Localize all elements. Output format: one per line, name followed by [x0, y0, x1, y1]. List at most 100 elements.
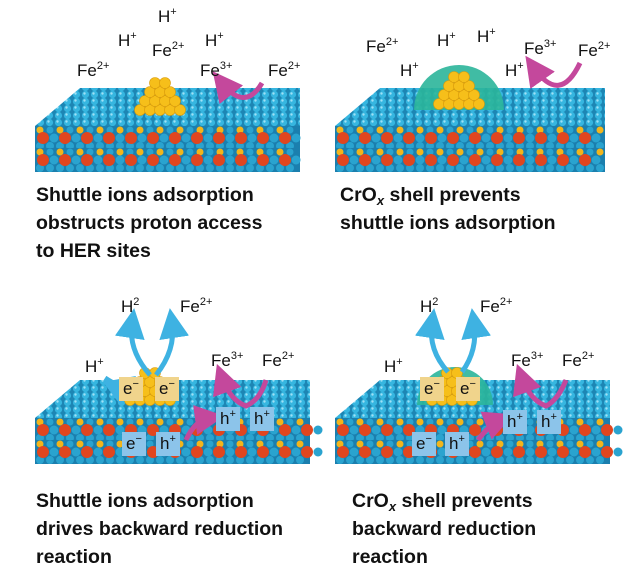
- atom: [256, 148, 264, 156]
- atom: [96, 418, 104, 426]
- atom: [203, 133, 213, 143]
- atom: [346, 164, 354, 172]
- atom: [526, 126, 534, 134]
- atom: [556, 164, 564, 172]
- atom: [106, 164, 114, 172]
- atom: [396, 164, 404, 172]
- atom: [486, 440, 494, 448]
- atom: [56, 148, 64, 156]
- atom: [381, 424, 393, 436]
- hole-box: h+: [445, 432, 469, 456]
- ion-label: H+: [437, 30, 456, 50]
- atom: [503, 133, 513, 143]
- atom: [59, 446, 71, 458]
- atom: [266, 456, 274, 464]
- atom: [181, 447, 191, 457]
- atom: [496, 164, 504, 172]
- atom: [136, 126, 144, 134]
- atom: [125, 154, 137, 166]
- atom: [481, 133, 491, 143]
- atom: [291, 155, 301, 165]
- atom: [76, 148, 84, 156]
- atom: [257, 132, 269, 144]
- atom: [266, 126, 274, 134]
- atom: [466, 126, 474, 134]
- atom: [46, 126, 54, 134]
- atom: [206, 148, 214, 156]
- metal-cluster: [134, 77, 186, 116]
- atom: [446, 148, 454, 156]
- atom: [36, 164, 44, 172]
- atom: [256, 456, 264, 464]
- atom: [406, 440, 414, 448]
- atom: [56, 456, 64, 464]
- atom: [106, 126, 114, 134]
- metal-atom: [468, 89, 480, 101]
- hole-box: h+: [503, 410, 527, 434]
- atom: [116, 456, 124, 464]
- atom: [546, 456, 554, 464]
- atom: [186, 148, 194, 156]
- ion-label: Fe2+: [152, 40, 185, 60]
- ion-label: H+: [205, 30, 224, 50]
- atom: [176, 164, 184, 172]
- atom: [86, 456, 94, 464]
- atom: [71, 425, 81, 435]
- atom: [576, 456, 584, 464]
- ion-label: Fe2+: [366, 36, 399, 56]
- atom: [191, 446, 203, 458]
- atom: [103, 132, 115, 144]
- atom: [346, 440, 354, 448]
- atom: [436, 148, 444, 156]
- atom: [213, 446, 225, 458]
- atom: [535, 154, 547, 166]
- atom: [236, 164, 244, 172]
- atom: [503, 447, 513, 457]
- atom: [213, 154, 225, 166]
- atom: [66, 126, 74, 134]
- atom: [71, 155, 81, 165]
- atom: [506, 148, 514, 156]
- atom: [525, 425, 535, 435]
- atom: [226, 148, 234, 156]
- atom: [206, 164, 214, 172]
- atom: [103, 446, 115, 458]
- atom: [103, 424, 115, 436]
- atom: [569, 425, 579, 435]
- atom: [276, 418, 284, 426]
- atom: [596, 164, 604, 172]
- atom: [136, 148, 144, 156]
- panel-caption: CrOx shell prevents shuttle ions adsorpt…: [340, 184, 556, 234]
- ion-label: Fe2+: [180, 296, 213, 316]
- atom: [476, 418, 484, 426]
- atom: [466, 148, 474, 156]
- atom: [436, 418, 444, 426]
- atom: [557, 154, 569, 166]
- atom: [469, 446, 481, 458]
- metal-atom: [448, 71, 460, 83]
- atom: [526, 418, 534, 426]
- atom: [566, 456, 574, 464]
- atom: [225, 447, 235, 457]
- atom: [476, 456, 484, 464]
- atom: [337, 154, 349, 166]
- atom: [426, 148, 434, 156]
- atom: [566, 126, 574, 134]
- atom: [266, 440, 274, 448]
- ion-label: Fe2+: [480, 296, 513, 316]
- atom: [196, 164, 204, 172]
- atom: [296, 418, 304, 426]
- atom: [376, 126, 384, 134]
- atom: [93, 425, 103, 435]
- atom: [206, 126, 214, 134]
- atom: [566, 164, 574, 172]
- h2-evolution-arrow-icon: [114, 308, 152, 377]
- atom: [269, 155, 279, 165]
- atom: [513, 154, 525, 166]
- atom: [76, 164, 84, 172]
- atom: [496, 456, 504, 464]
- atom: [596, 126, 604, 134]
- atom: [49, 425, 59, 435]
- atom: [476, 126, 484, 134]
